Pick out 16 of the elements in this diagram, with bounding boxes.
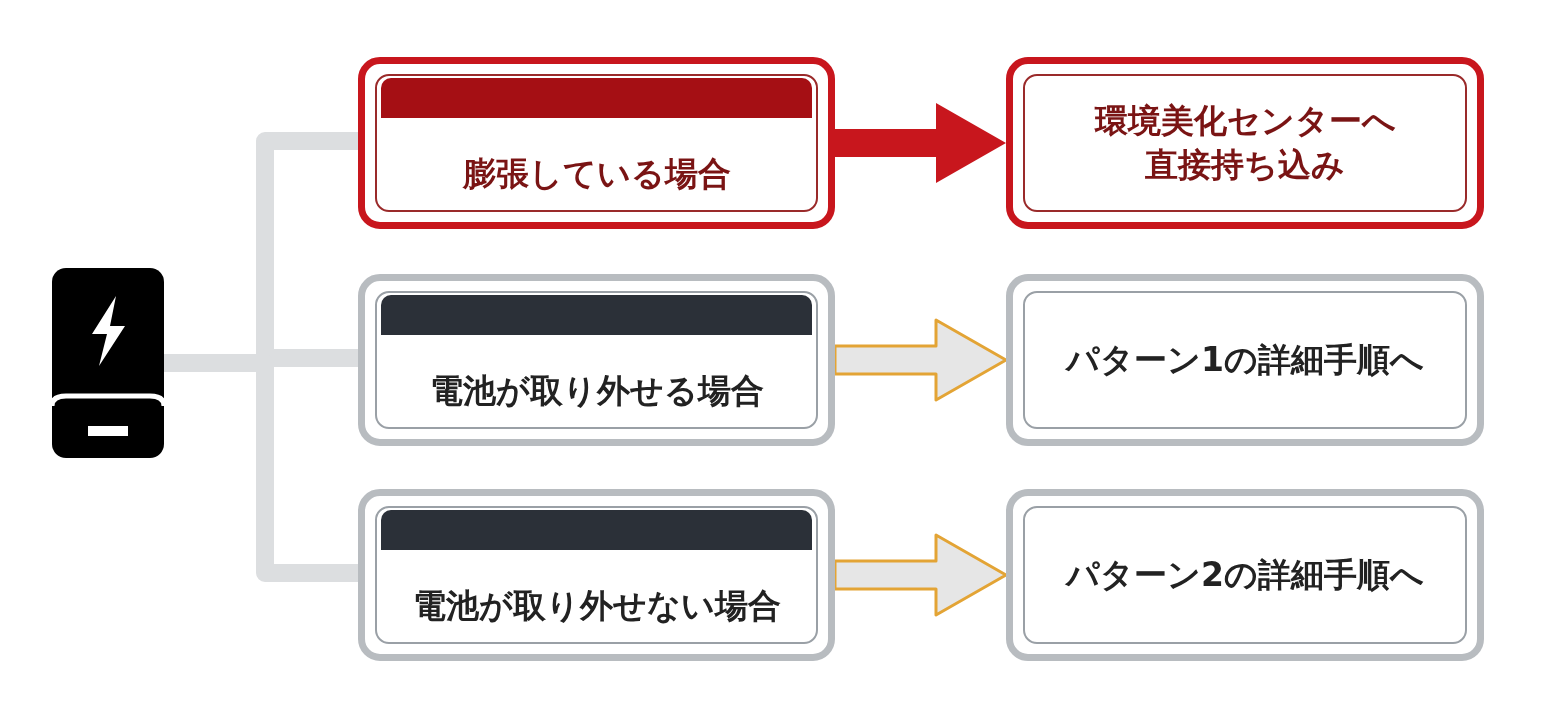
condition-card [358, 274, 835, 446]
condition-card [358, 57, 835, 229]
arrow [833, 318, 1008, 402]
arrow [835, 103, 1006, 183]
battery-icon [52, 268, 164, 458]
destination-card [1006, 57, 1484, 229]
card-title: パターン1の詳細手順へ [1064, 339, 1425, 381]
condition-card [358, 489, 835, 661]
card-title: 電池が取り外せる場合 [428, 370, 765, 412]
card-title: 膨張している場合 [461, 153, 732, 195]
card-title: パターン2の詳細手順へ [1064, 554, 1425, 596]
destination-card [1006, 274, 1484, 446]
card-title: 電池が取り外せない場合 [411, 585, 782, 627]
arrow [833, 533, 1008, 617]
destination-card [1006, 489, 1484, 661]
card-title: 環境美化センターへ直接持ち込み [1093, 100, 1397, 186]
